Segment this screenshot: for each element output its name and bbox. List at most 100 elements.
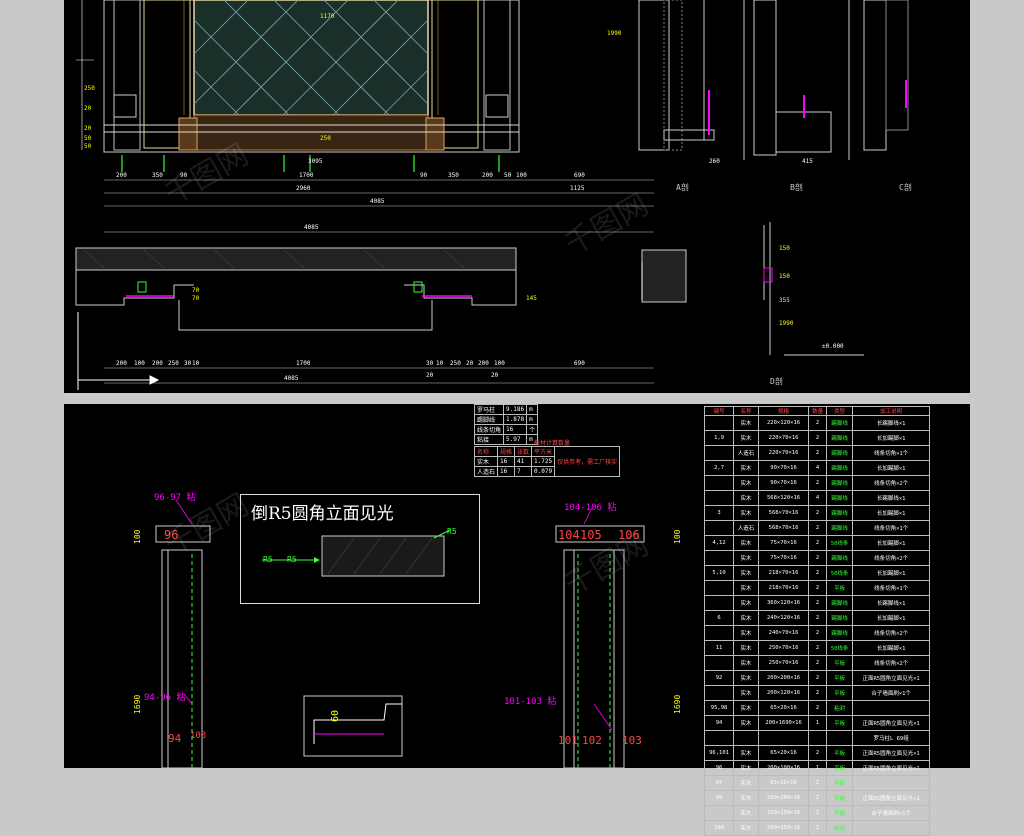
right-leader — [583, 507, 613, 731]
plan-dim-10: 250 — [450, 360, 461, 367]
dim-1990-a: 1990 — [607, 30, 622, 37]
axis-marker — [77, 312, 160, 390]
component-drawing-panel: 96-97 粘 96 100 1690 94-96 粘 94 103 104-1… — [64, 404, 970, 836]
d-vert-2: 150 — [779, 273, 790, 280]
dim-left-3: 20 — [84, 125, 92, 132]
d-vert-3: 355 — [779, 297, 790, 304]
plan-dim-20a: 20 — [426, 372, 434, 379]
r5-label-right: R5 — [447, 527, 457, 536]
right-num-103: 103 — [622, 734, 642, 747]
plan-dim-3: 200 — [152, 360, 163, 367]
dim-260: 260 — [709, 158, 720, 165]
parts-header-row: 编号名称规格数量类型加工说明 — [703, 406, 930, 416]
plan-dim-9: 10 — [436, 360, 444, 367]
dim-3095: 3095 — [308, 158, 323, 165]
left-column-piece — [155, 525, 211, 768]
profile-dim-60: 60 — [330, 710, 341, 722]
dim-h-4: 1700 — [299, 172, 314, 179]
left-num-94: 94 — [168, 732, 182, 745]
section-b-label: B剖 — [790, 182, 803, 192]
plan-dim-4085: 4085 — [284, 375, 299, 382]
right-num-102: 102 — [582, 734, 602, 747]
left-label-mid: 94-96 粘 — [144, 691, 186, 703]
left-num-96: 96 — [164, 528, 178, 542]
section-d-dims: 150 150 355 1990 ±0.000 D剖 — [770, 245, 844, 386]
left-dim-100: 100 — [133, 529, 142, 544]
d-vert-4: 1990 — [779, 320, 794, 327]
dim-left-1: 250 — [84, 85, 95, 92]
r5-note-box: 倒R5圆角立面见光 R5 R5 R5 — [240, 494, 480, 604]
left-label-top: 96-97 粘 — [154, 491, 196, 503]
plan-dim-20b: 20 — [491, 372, 499, 379]
plan-vert-3: 145 — [526, 295, 537, 302]
elevation-drawing-panel: 250 20 20 50 50 1170 250 3095 200 350 90… — [64, 0, 970, 393]
elevation-vertical-dims: 250 20 20 50 50 1170 250 — [76, 0, 335, 150]
plan-dim-7: 1700 — [296, 360, 311, 367]
dim-415: 415 — [802, 158, 813, 165]
dim-1125: 1125 — [570, 185, 585, 192]
section-highlights — [708, 80, 907, 135]
plan-dim-13: 100 — [494, 360, 505, 367]
right-label-top: 104-106 粘 — [564, 501, 616, 513]
right-dim-100: 100 — [673, 529, 682, 544]
dim-4085-a: 4085 — [370, 198, 385, 205]
plan-dim-6: 10 — [192, 360, 200, 367]
elevation-view — [103, 0, 520, 153]
dim-4085-b: 4085 — [304, 224, 319, 231]
r5-note-title: 倒R5圆角立面见光 — [251, 504, 394, 524]
dim-h-5: 90 — [420, 172, 428, 179]
plan-dim-8: 30 — [426, 360, 434, 367]
plan-dim-14: 690 — [574, 360, 585, 367]
horizontal-dims: 200 350 90 1700 90 350 200 50 100 690 29… — [104, 172, 654, 233]
plan-dim-11: 20 — [466, 360, 474, 367]
right-dim-1690: 1690 — [673, 695, 682, 714]
dim-h-10: 690 — [574, 172, 585, 179]
dim-left-4: 50 — [84, 135, 92, 142]
plan-dim-5: 30 — [184, 360, 192, 367]
dim-h-2: 350 — [152, 172, 163, 179]
dim-h-6: 350 — [448, 172, 459, 179]
dim-left-5: 50 — [84, 143, 92, 150]
plan-vert-2: 70 — [192, 295, 200, 302]
table-row: 罗马柱L 69组 — [703, 730, 930, 746]
left-dim-1690: 1690 — [133, 695, 142, 714]
elevation-drawing: 250 20 20 50 50 1170 250 3095 200 350 90… — [75, 0, 912, 390]
profile-detail — [303, 695, 403, 757]
table-row: 名称规格张数平方米仅供参考，需工厂核实 — [473, 446, 621, 477]
component-drawing: 96-97 粘 96 100 1690 94-96 粘 94 103 104-1… — [133, 491, 682, 768]
plan-dim-2: 100 — [134, 360, 145, 367]
dim-h-1: 200 — [116, 172, 127, 179]
right-num-105: 105 — [580, 528, 602, 542]
r5-label-mid: R5 — [287, 555, 297, 564]
section-d-label: D剖 — [770, 376, 783, 386]
dim-1170: 1170 — [320, 13, 335, 20]
dim-h-7: 200 — [482, 172, 493, 179]
dim-h-3: 90 — [180, 172, 188, 179]
plan-dim-12: 200 — [478, 360, 489, 367]
